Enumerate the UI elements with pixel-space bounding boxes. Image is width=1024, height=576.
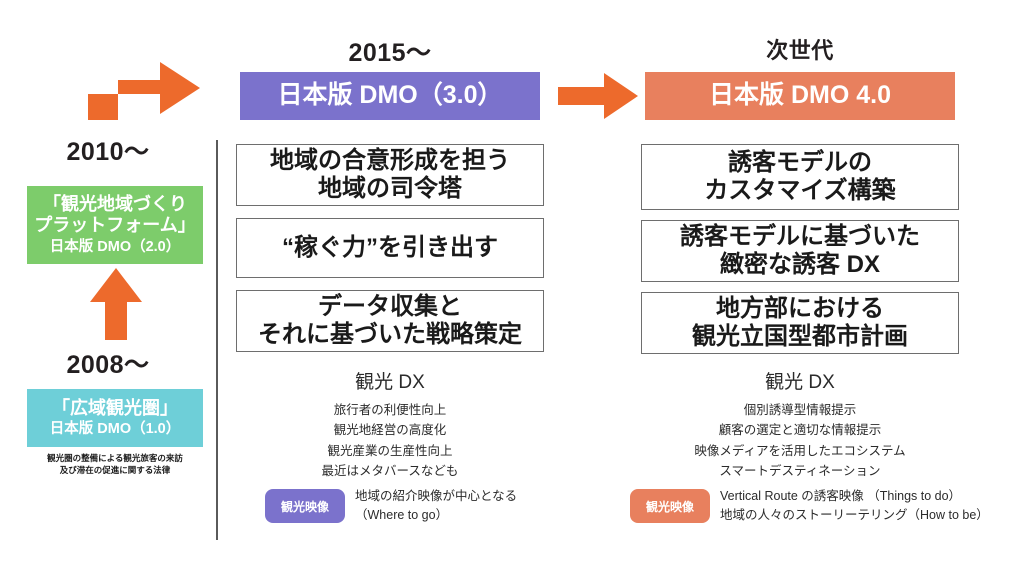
dx-title-dmo3: 観光 DX — [355, 372, 425, 393]
era-label-2015: 2015〜 — [348, 39, 432, 67]
feature-box-dmo3-1[interactable]: 地域の合意形成を担う 地域の司令塔 — [236, 144, 544, 206]
stage-box-dmo3[interactable]: 日本版 DMO（3.0） — [240, 72, 540, 120]
feature-box-dmo3-3[interactable]: データ収集と それに基づいた戦略策定 — [236, 290, 544, 352]
video-badge-note-dmo3: 地域の紹介映像が中心となる （Where to go） — [355, 487, 517, 526]
up-arrow-icon — [90, 268, 142, 340]
badge-note-line: 地域の紹介映像が中心となる — [355, 489, 518, 503]
dx-title-dmo4: 観光 DX — [765, 372, 835, 393]
feature-box-dmo3-2[interactable]: “稼ぐ力”を引き出す — [236, 218, 544, 278]
video-badge-row-dmo3: 観光映像 地域の紹介映像が中心となる （Where to go） — [265, 487, 517, 526]
stage-box-dmo2-subtitle: 日本版 DMO（2.0） — [49, 238, 181, 255]
video-badge-dmo4[interactable]: 観光映像 — [630, 489, 710, 524]
dx-item: 観光地経営の高度化 — [333, 423, 447, 438]
era-label-next-gen: 次世代 — [766, 38, 834, 63]
dx-item: 最近はメタバースなども — [321, 463, 459, 478]
dx-item: 個別誘導型情報提示 — [743, 403, 857, 417]
video-badge-dmo3[interactable]: 観光映像 — [265, 489, 345, 524]
dx-item: 旅行者の利便性向上 — [333, 403, 447, 417]
badge-note-line: Vertical Route の誘客映像 （Things to do） — [720, 489, 962, 503]
feature-box-dmo4-2[interactable]: 誘客モデルに基づいた 緻密な誘客 DX — [641, 220, 959, 282]
video-badge-row-dmo4: 観光映像 Vertical Route の誘客映像 （Things to do）… — [630, 487, 989, 526]
vertical-divider — [216, 140, 218, 540]
era-label-2010: 2010〜 — [66, 138, 150, 166]
video-badge-note-dmo4: Vertical Route の誘客映像 （Things to do） 地域の人… — [720, 487, 989, 526]
stage-box-dmo1[interactable]: 「広域観光圏」 日本版 DMO（1.0） — [27, 389, 203, 447]
dx-item: 映像メディアを活用したエコシステム — [694, 443, 906, 458]
stage-box-dmo1-subtitle: 日本版 DMO（1.0） — [49, 420, 181, 437]
badge-note-line: 地域の人々のストーリーテリング（How to be） — [720, 508, 989, 523]
stage-box-dmo4-title: 日本版 DMO 4.0 — [709, 81, 891, 110]
era-label-2008: 2008〜 — [66, 351, 150, 379]
stage-box-dmo4[interactable]: 日本版 DMO 4.0 — [645, 72, 955, 120]
badge-note-line: （Where to go） — [355, 508, 449, 523]
feature-box-dmo4-3[interactable]: 地方部における 観光立国型都市計画 — [641, 292, 959, 354]
legal-footnote: 観光圏の整備による観光旅客の来訪 及び滞在の促進に関する法律 — [47, 453, 183, 476]
feature-box-dmo4-1[interactable]: 誘客モデルの カスタマイズ構築 — [641, 144, 959, 210]
elbow-arrow-icon — [88, 62, 200, 120]
dx-list-dmo4: 個別誘導型情報提示 顧客の選定と適切な情報提示 映像メディアを活用したエコシステ… — [641, 400, 959, 481]
dx-item: スマートデスティネーション — [719, 463, 881, 478]
stage-box-dmo2[interactable]: 「観光地域づくり プラットフォーム」 日本版 DMO（2.0） — [27, 186, 203, 264]
right-arrow-icon — [558, 73, 638, 119]
dx-item: 顧客の選定と適切な情報提示 — [718, 423, 882, 438]
stage-box-dmo1-title: 「広域観光圏」 — [52, 397, 178, 418]
dx-list-dmo3: 旅行者の利便性向上 観光地経営の高度化 観光産業の生産性向上 最近はメタバースな… — [236, 400, 544, 481]
dx-item: 観光産業の生産性向上 — [327, 443, 453, 458]
stage-box-dmo3-title: 日本版 DMO（3.0） — [277, 81, 503, 110]
stage-box-dmo2-title: 「観光地域づくり プラットフォーム」 — [34, 194, 196, 236]
